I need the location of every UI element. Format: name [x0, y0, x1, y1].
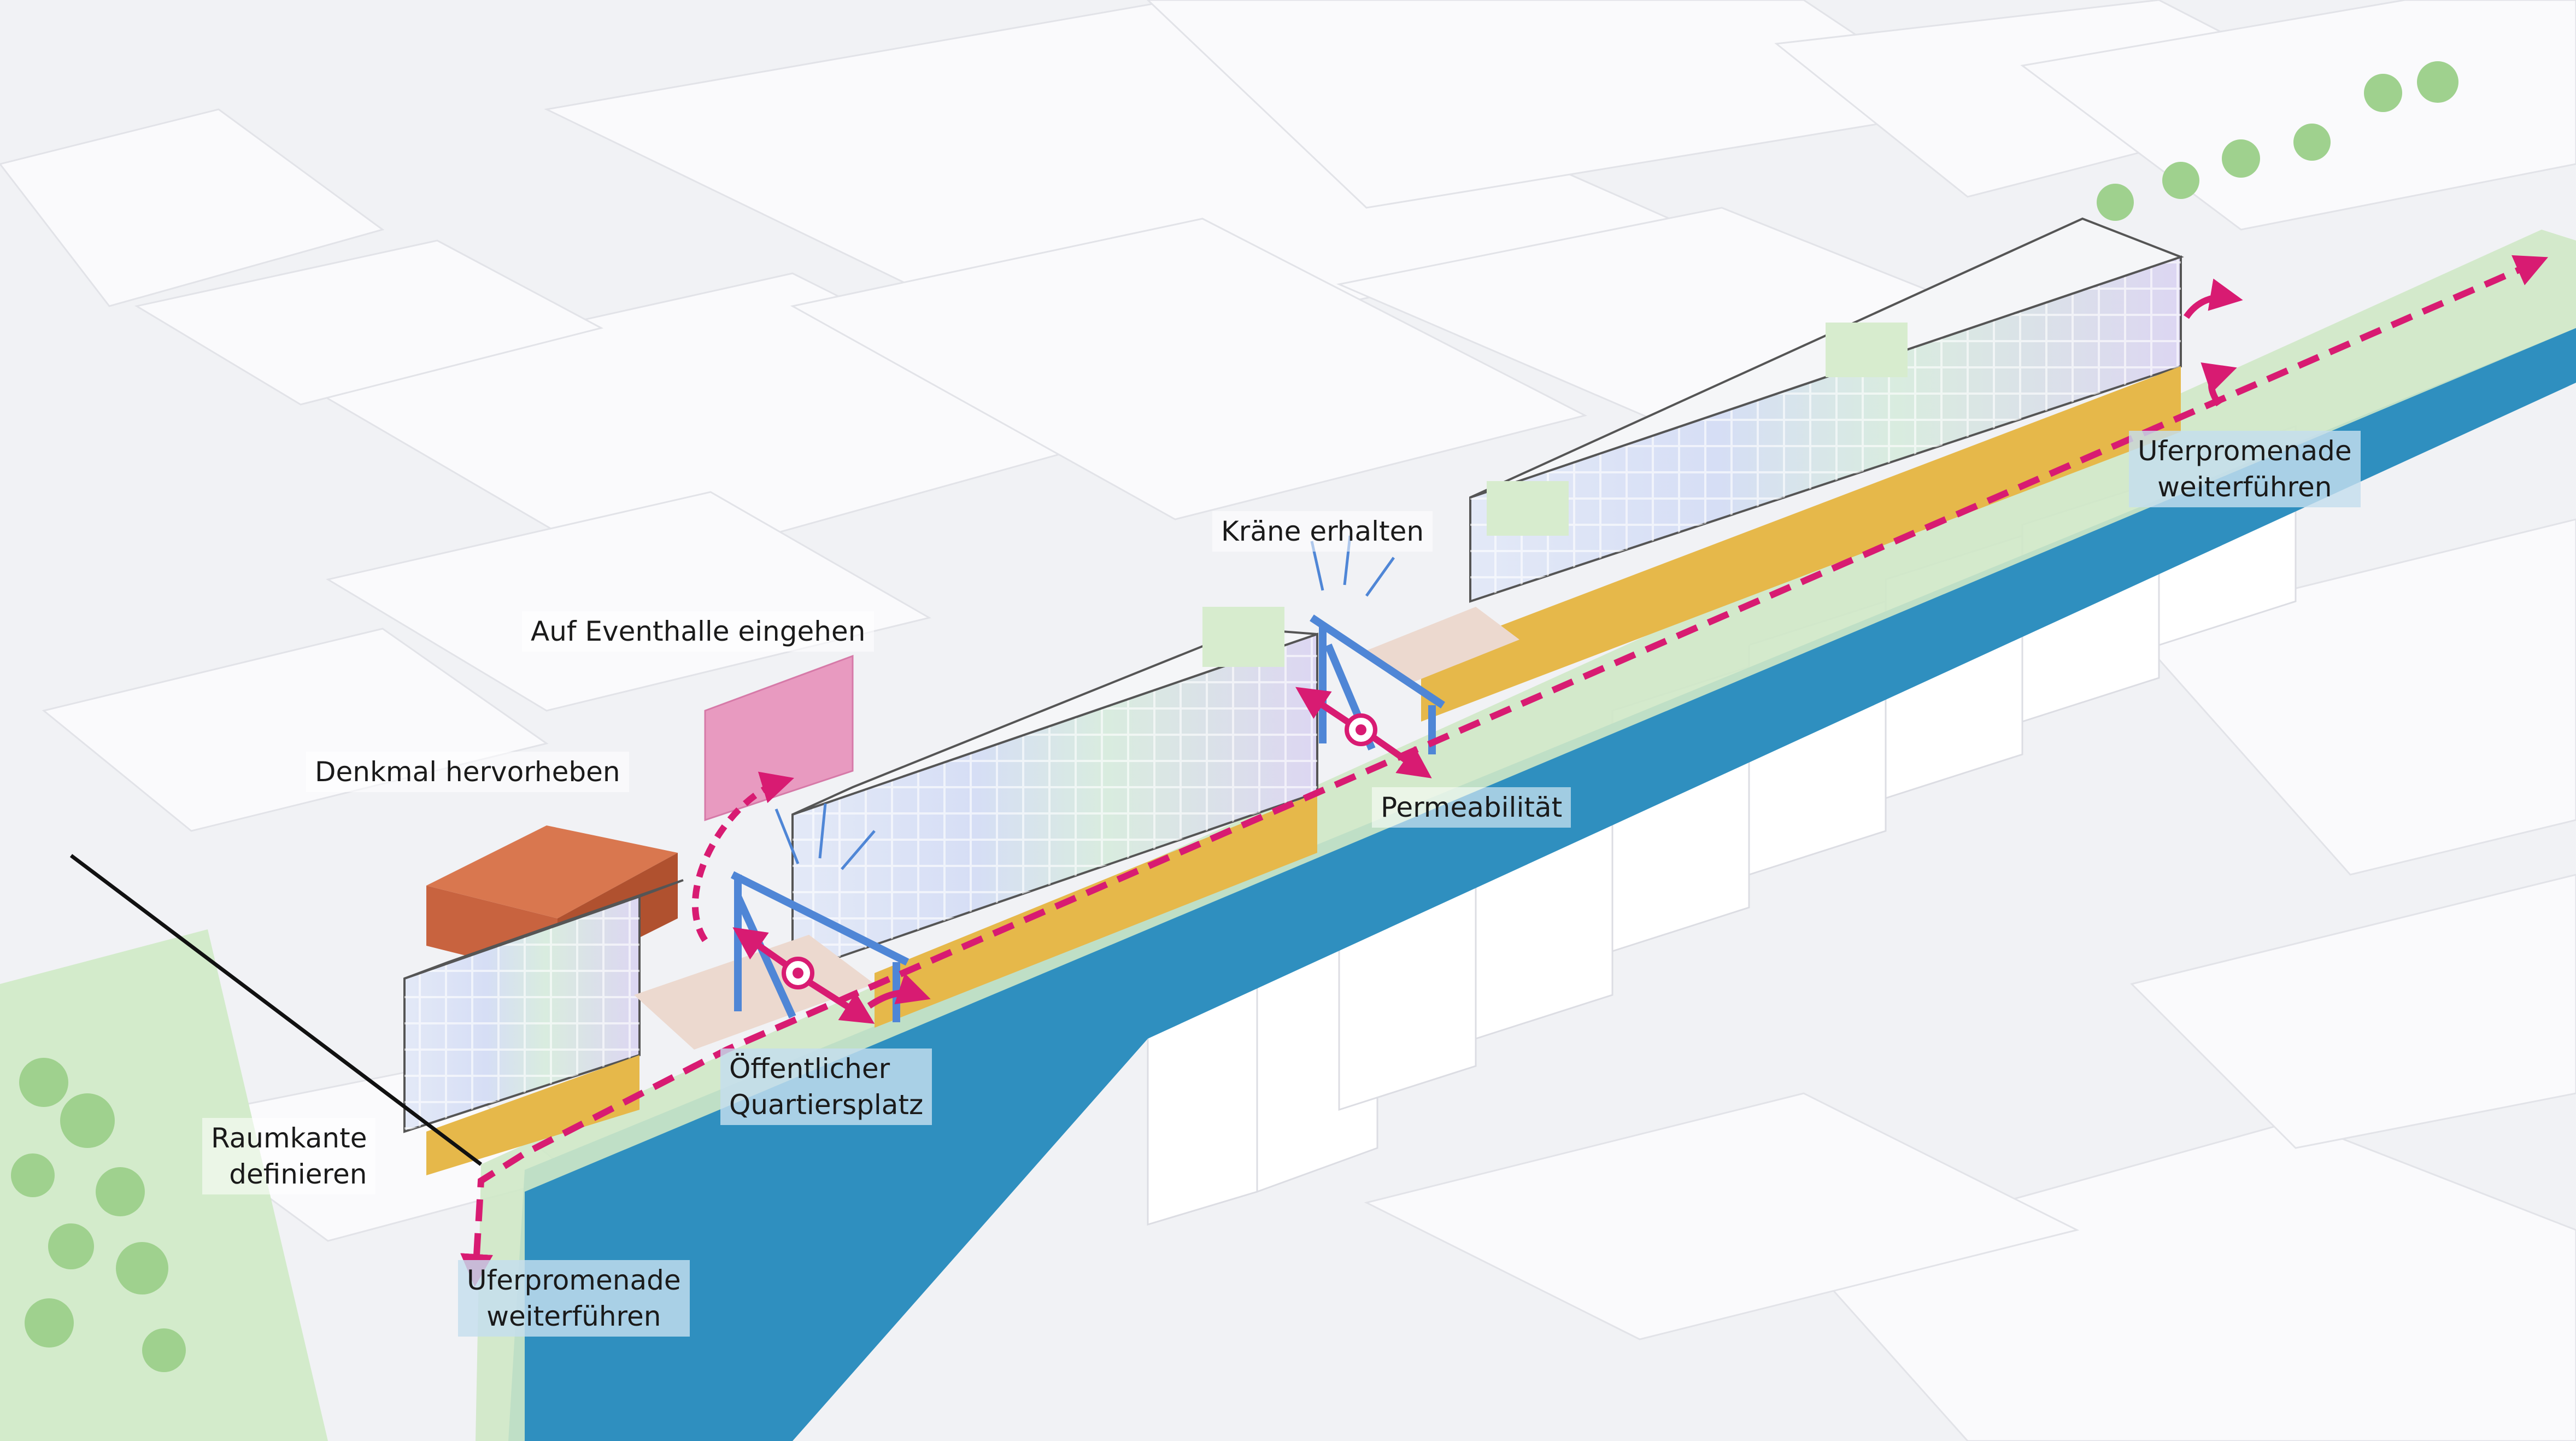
node-marker-dot-right: [1356, 724, 1366, 735]
label-platz-line1: Öffentlicher: [729, 1053, 890, 1085]
label-uferpromenade-left-line1: Uferpromenade: [467, 1264, 681, 1296]
label-uferpromenade-right-line2: weiterführen: [2157, 471, 2332, 503]
label-uferpromenade-right: Uferpromenade weiterführen: [2129, 431, 2361, 507]
label-permeabilitaet-text: Permeabilität: [1381, 792, 1563, 823]
label-uferpromenade-left-line2: weiterführen: [486, 1301, 661, 1332]
park-trees: [11, 61, 2458, 1372]
label-platz-line2: Quartiersplatz: [729, 1089, 924, 1121]
permeability-arrows: [692, 278, 2243, 1024]
label-permeabilitaet: Permeabilität: [1372, 787, 1571, 828]
label-raumkante-definieren: Raumkante definieren: [202, 1118, 376, 1194]
label-raumkante-line1: Raumkante: [211, 1122, 367, 1154]
raumkante-line: [69, 854, 483, 1166]
label-auf-eventhalle-eingehen: Auf Eventhalle eingehen: [522, 611, 875, 652]
label-kraene-text: Kräne erhalten: [1221, 516, 1424, 547]
label-uferpromenade-right-line1: Uferpromenade: [2138, 435, 2352, 467]
label-denkmal-text: Denkmal hervorheben: [315, 756, 620, 788]
label-denkmal-hervorheben: Denkmal hervorheben: [306, 752, 629, 792]
label-eventhalle-text: Auf Eventhalle eingehen: [531, 616, 866, 647]
label-kraene-erhalten: Kräne erhalten: [1212, 511, 1433, 552]
park-area: [0, 929, 328, 1441]
label-raumkante-line2: definieren: [229, 1158, 367, 1190]
label-oeffentlicher-quartiersplatz: Öffentlicher Quartiersplatz: [720, 1048, 932, 1125]
label-uferpromenade-left: Uferpromenade weiterführen: [458, 1260, 690, 1337]
node-marker-dot-left: [793, 968, 803, 979]
promenade-dashed-path: [460, 255, 2549, 1287]
